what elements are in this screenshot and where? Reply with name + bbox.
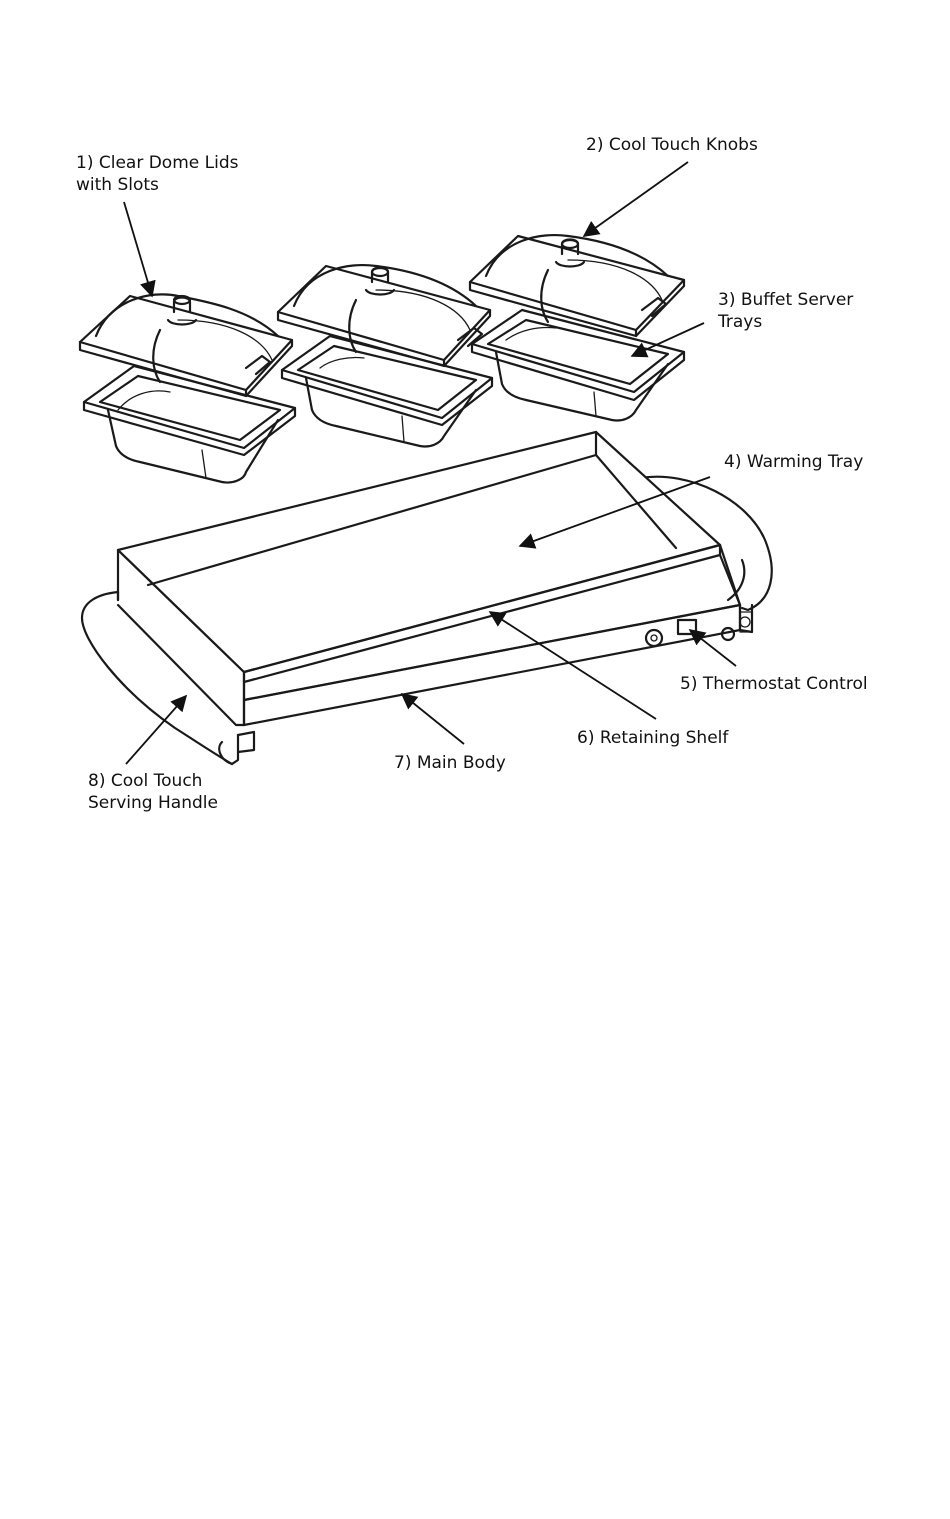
leader-knob bbox=[584, 162, 688, 236]
thermostat-dial bbox=[646, 630, 662, 646]
label-main-body: 7) Main Body bbox=[394, 752, 506, 774]
label-thermostat-control: 5) Thermostat Control bbox=[680, 673, 868, 695]
server-tray-1 bbox=[84, 366, 295, 483]
leader-body bbox=[402, 694, 464, 744]
dome-lid-3 bbox=[470, 235, 684, 336]
label-retaining-shelf: 6) Retaining Shelf bbox=[577, 727, 728, 749]
label-cool-touch-serving-handle-line2: Serving Handle bbox=[88, 792, 218, 814]
label-cool-touch-serving-handle-line1: 8) Cool Touch bbox=[88, 770, 218, 792]
label-cool-touch-knobs: 2) Cool Touch Knobs bbox=[586, 134, 758, 156]
label-buffet-server-trays-line2: Trays bbox=[718, 311, 853, 333]
label-warming-tray: 4) Warming Tray bbox=[724, 451, 863, 473]
label-clear-dome-lids-line1: 1) Clear Dome Lids bbox=[76, 152, 238, 174]
leader-lid bbox=[124, 202, 152, 296]
leader-shelf bbox=[490, 612, 656, 719]
label-cool-touch-serving-handle: 8) Cool Touch Serving Handle bbox=[88, 770, 218, 814]
label-buffet-server-trays-line1: 3) Buffet Server bbox=[718, 289, 853, 311]
leader-lines bbox=[124, 162, 736, 764]
server-tray-2 bbox=[282, 336, 492, 447]
label-clear-dome-lids: 1) Clear Dome Lids with Slots bbox=[76, 152, 238, 196]
label-buffet-server-trays: 3) Buffet Server Trays bbox=[718, 289, 853, 333]
label-clear-dome-lids-line2: with Slots bbox=[76, 174, 238, 196]
server-tray-3 bbox=[472, 310, 684, 421]
